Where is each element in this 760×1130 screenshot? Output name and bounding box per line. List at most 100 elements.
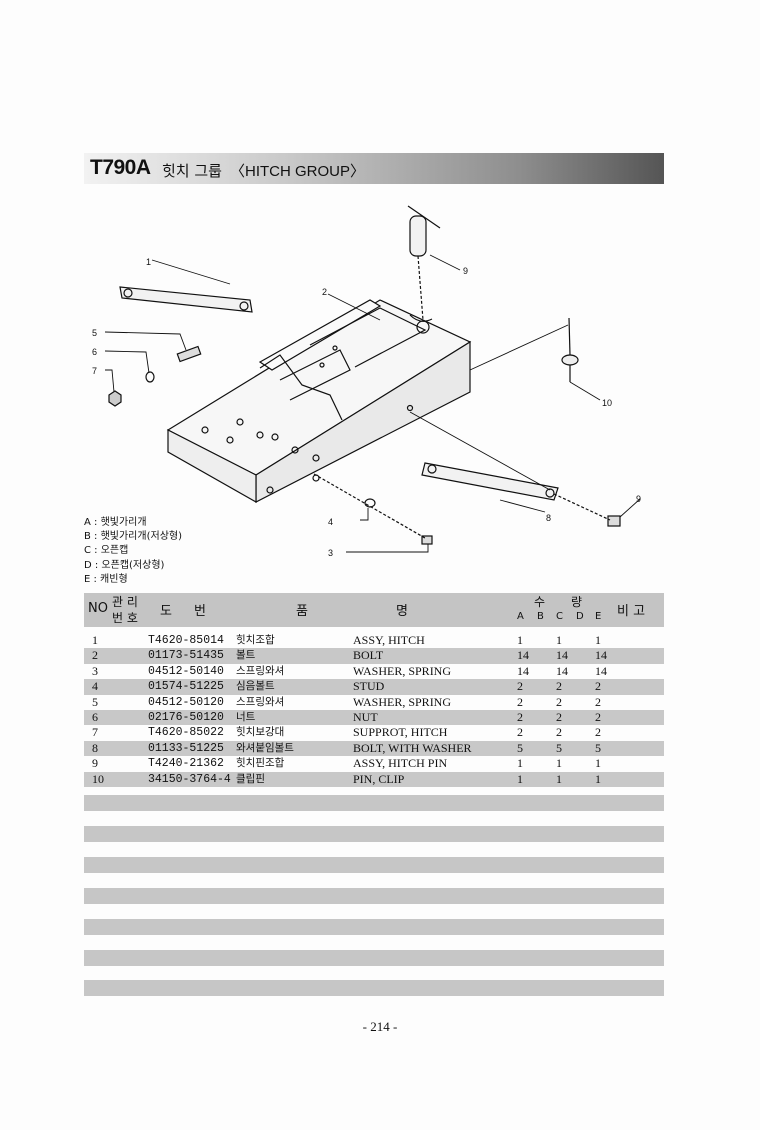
cell-en: STUD: [353, 679, 385, 694]
hitch-frame: [166, 299, 472, 504]
table-header: NO 관 리 번 호 도 번 품 명 수 량 A B C D E 비 고: [84, 593, 664, 627]
callout-3: 4: [328, 517, 333, 527]
cell-a: 14: [517, 663, 529, 678]
callout-4: 5: [92, 328, 97, 338]
cell-en: ASSY, HITCH: [353, 633, 425, 647]
cell-en: WASHER, SPRING: [353, 663, 452, 678]
empty-row-stripe: [84, 857, 664, 873]
cell-part: T4620-85014: [148, 634, 224, 647]
cell-no: 4: [92, 679, 98, 694]
cell-a: 1: [517, 771, 523, 786]
header-qty-2: 량: [571, 595, 583, 609]
cell-e: 5: [595, 740, 601, 755]
page-number: - 214 -: [362, 1019, 398, 1034]
callout-6: 7: [92, 366, 97, 376]
cell-a: 5: [517, 740, 523, 755]
group-title-english: 〈HITCH GROUP〉: [230, 163, 366, 180]
empty-row-stripe: [84, 919, 664, 935]
header-mgmt-bottom: 번 호: [112, 611, 138, 625]
cell-c: 1: [556, 771, 562, 786]
support-bar-top: [119, 286, 253, 313]
cell-part: 34150-3764-4: [148, 772, 231, 786]
callout-2: 3: [328, 548, 333, 558]
cell-c: 1: [556, 633, 562, 647]
cell-part: 01133-51225: [148, 741, 224, 755]
cell-e: 2: [595, 709, 601, 724]
header-col-e: E: [595, 611, 602, 622]
cell-ko: 볼트: [236, 649, 256, 662]
cell-no: 10: [92, 771, 104, 786]
hitch-exploded-diagram: 1 9 2 5 6 7 4 3 10 8 9: [92, 205, 641, 558]
header-drawing-1: 도: [160, 604, 172, 619]
legend-item: E : 캐빈형: [84, 573, 128, 585]
cell-no: 1: [92, 633, 98, 647]
cell-part: 04512-50140: [148, 664, 224, 678]
callout-9-top-left: 1: [146, 257, 151, 267]
header-col-b: B: [537, 611, 544, 622]
callout-9-pin: 9: [463, 266, 468, 276]
cell-a: 1: [517, 633, 523, 647]
callout-5: 6: [92, 347, 97, 357]
legend-item: C : 오픈캡: [84, 545, 129, 557]
cell-ko: 스프링와셔: [236, 695, 285, 708]
cell-no: 8: [92, 740, 98, 755]
cell-no: 7: [92, 725, 98, 740]
cell-a: 2: [517, 725, 523, 740]
cell-a: 2: [517, 679, 523, 694]
hitch-pin: [407, 205, 441, 321]
header-qty-1: 수: [534, 595, 546, 609]
cell-ko: 스프링와셔: [236, 664, 285, 677]
cell-en: BOLT, WITH WASHER: [353, 740, 472, 755]
stud-washer-nut: [108, 345, 202, 407]
empty-row-stripe: [84, 950, 664, 966]
header-name-1: 품: [296, 604, 308, 619]
header-remark: 비 고: [617, 604, 646, 619]
legend-item: D : 오픈캡(저상형): [84, 559, 165, 571]
header-name-2: 명: [396, 604, 408, 619]
cell-c: 2: [556, 679, 562, 694]
support-bar-bottom: [421, 462, 559, 501]
cell-ko: 심음볼트: [236, 680, 275, 693]
callout-10: 10: [602, 398, 612, 408]
cell-e: 2: [595, 694, 601, 709]
cell-c: 14: [556, 648, 568, 663]
cell-no: 5: [92, 694, 98, 709]
empty-row-stripe: [84, 888, 664, 904]
cell-no: 2: [92, 648, 98, 663]
cell-c: 2: [556, 725, 562, 740]
cell-c: 2: [556, 694, 562, 709]
cell-e: 1: [595, 771, 601, 786]
cell-en: NUT: [353, 709, 378, 724]
cell-c: 2: [556, 709, 562, 724]
cell-a: 2: [517, 694, 523, 709]
title-bar: T790A 힛치 그룹 〈HITCH GROUP〉: [84, 153, 664, 184]
cell-part: 02176-50120: [148, 710, 224, 724]
model-title: T790A: [90, 156, 151, 179]
header-mgmt-top: 관 리: [112, 595, 138, 609]
leader-lines: [104, 254, 641, 553]
cell-a: 14: [517, 648, 529, 663]
callout-8: 9: [636, 494, 641, 504]
cell-e: 14: [595, 648, 607, 663]
empty-row-stripe: [84, 980, 664, 996]
empty-row-stripe: [84, 826, 664, 842]
callout-1: 2: [322, 287, 327, 297]
cell-e: 1: [595, 633, 601, 647]
cell-c: 1: [556, 756, 562, 771]
header-col-c: C: [556, 611, 563, 622]
cell-no: 9: [92, 756, 98, 771]
cell-ko: 와셔붙임볼트: [236, 741, 294, 754]
cell-part: T4240-21362: [148, 757, 224, 771]
variant-legend: A : 햇빛가리개 B : 햇빛가리개(저상형) C : 오픈캡 D : 오픈캡…: [84, 516, 182, 587]
cell-en: BOLT: [353, 648, 384, 663]
